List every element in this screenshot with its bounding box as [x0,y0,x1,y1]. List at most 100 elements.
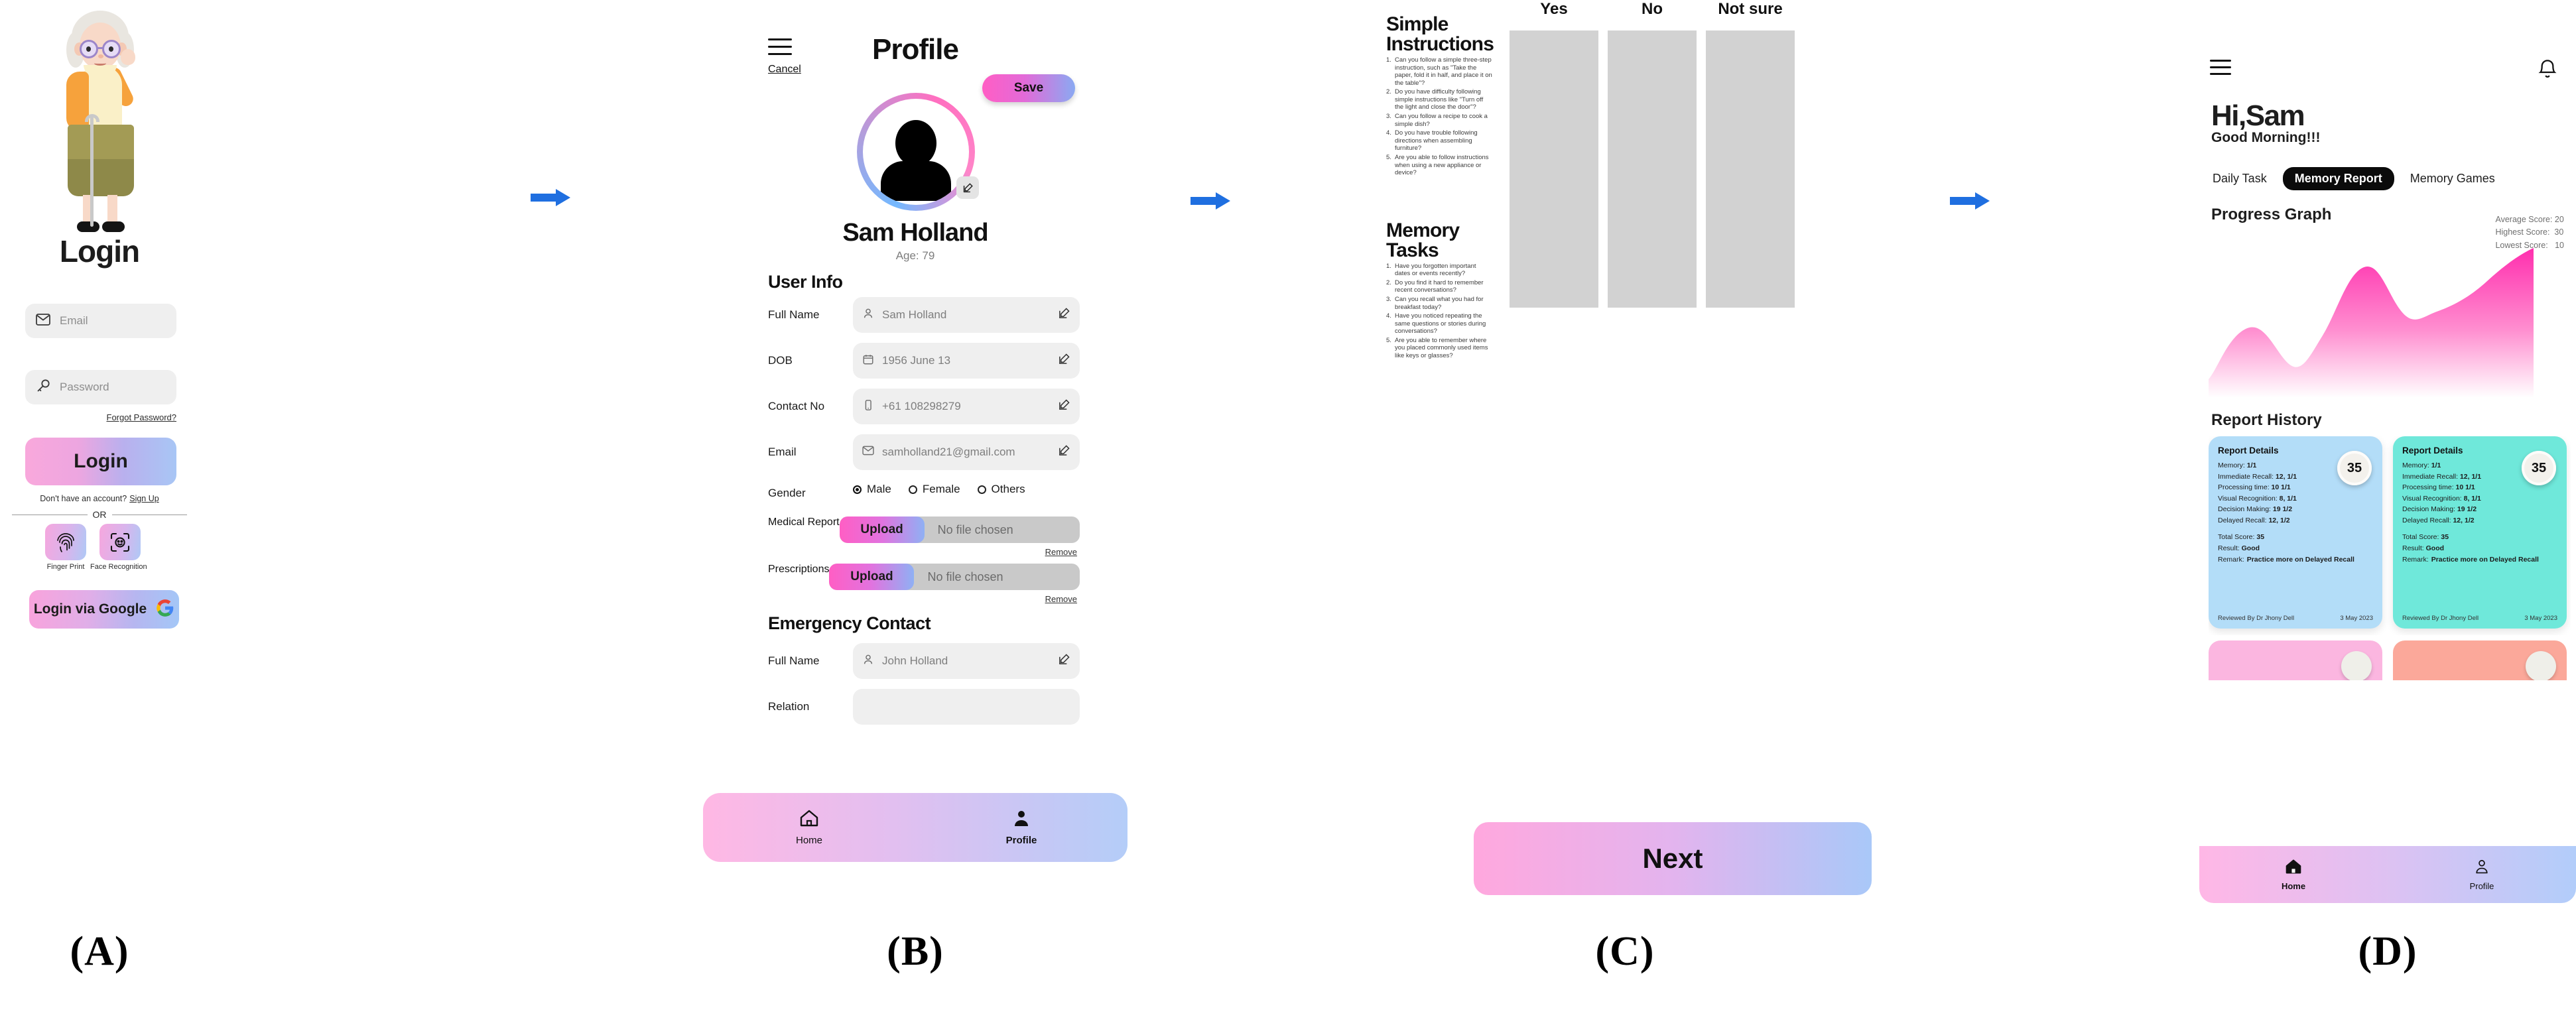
email-input[interactable]: Email [25,304,176,338]
full-name-input[interactable]: Sam Holland [853,297,1080,333]
login-via-google-button[interactable]: Login via Google [29,590,179,629]
tab-profile[interactable]: Profile [2388,859,2576,891]
login-button[interactable]: Login [25,438,176,485]
elderly-woman-illustration [46,5,153,237]
prescriptions-file-input[interactable]: Upload No file chosen [829,564,1080,590]
tab-profile[interactable]: Profile [915,809,1127,846]
face-recognition-option[interactable]: Face Recognition [90,524,147,571]
metric-processing-time: Processing time: 10 1/1 [2218,483,2291,492]
person-icon [1012,809,1031,831]
total-score: Total Score: 35 [2402,533,2449,542]
face-recognition-icon[interactable] [99,524,141,560]
report-date: 3 May 2023 [2340,615,2373,622]
field-emergency-relation: Relation [768,689,1080,725]
radio-icon[interactable] [853,485,862,494]
dob-input[interactable]: 1956 June 13 [853,343,1080,379]
section-heading-emergency-contact: Emergency Contact [768,613,931,633]
report-card-partial[interactable] [2209,640,2382,680]
score-badge [2526,651,2556,680]
section-heading-user-info: User Info [768,272,843,292]
hamburger-icon[interactable] [2210,60,2231,75]
home-icon [2285,859,2302,878]
tab-home[interactable]: Home [703,809,915,846]
contact-no-input[interactable]: +61 108298279 [853,389,1080,424]
forgot-password-link[interactable]: Forgot Password? [106,412,177,422]
field-label: Relation [768,700,810,713]
upload-button[interactable]: Upload [839,516,925,543]
metric-processing-time: Processing time: 10 1/1 [2402,483,2475,492]
emergency-relation-input[interactable] [853,689,1080,725]
content-tabs: Daily Task Memory Report Memory Games [2210,167,2568,190]
column-header-not-sure: Not sure [1718,0,1783,18]
person-icon [2474,859,2490,878]
answer-column-yes[interactable] [1510,30,1598,308]
report-card[interactable]: Report Details 35 Memory: 1/1 Immediate … [2393,436,2567,629]
hamburger-icon[interactable] [768,38,792,56]
radio-icon[interactable] [908,485,917,494]
signup-link[interactable]: Sign Up [129,494,159,503]
radio-icon[interactable] [977,485,986,494]
questionnaire-text-column: Simple Instructions Can you follow a sim… [1386,15,1494,361]
tab-label: Profile [2469,881,2494,891]
stat-highest-score: Highest Score: 30 [2495,227,2564,237]
save-button[interactable]: Save [982,74,1075,102]
notification-bell-icon[interactable] [2536,58,2559,86]
cancel-link[interactable]: Cancel [768,64,801,75]
gender-option-others[interactable]: Others [977,483,1025,496]
report-card[interactable]: Report Details 35 Memory: 1/1 Immediate … [2209,436,2382,629]
remove-link[interactable]: Remove [1045,547,1077,557]
tab-daily-task[interactable]: Daily Task [2213,172,2267,185]
edit-pencil-icon[interactable] [1058,653,1070,669]
email-input[interactable]: samholland21@gmail.com [853,434,1080,470]
result: Result: Good [2402,544,2445,553]
medical-report-file-input[interactable]: Upload No file chosen [839,516,1080,543]
or-label: OR [92,509,107,520]
answer-column-not-sure[interactable] [1706,30,1795,308]
tab-home[interactable]: Home [2199,859,2388,891]
score-badge: 35 [2337,451,2372,485]
field-label: Full Name [768,308,820,322]
remove-link[interactable]: Remove [1045,594,1077,604]
tab-label: Home [2281,881,2306,891]
person-icon [862,308,874,323]
flow-arrow-c-to-d [1950,192,1990,210]
edit-pencil-icon[interactable] [1058,398,1070,414]
edit-pencil-icon[interactable] [1058,353,1070,369]
google-button-label: Login via Google [33,601,147,617]
emergency-full-name-input[interactable]: John Holland [853,643,1080,679]
tab-memory-report[interactable]: Memory Report [2282,167,2394,190]
answer-column-no[interactable] [1608,30,1697,308]
question-item: Are you able to remember where you place… [1386,336,1488,360]
metric-delayed-recall: Delayed Recall: 12, 1/2 [2402,516,2475,524]
upload-button[interactable]: Upload [829,564,915,590]
email-value: samholland21@gmail.com [882,446,1015,458]
next-button[interactable]: Next [1474,822,1872,895]
gender-option-male[interactable]: Male [853,483,891,496]
person-icon [862,654,874,669]
answer-column-headers: Yes No Not sure [1510,0,1801,19]
greeting-message: Good Morning!!! [2211,130,2321,145]
tab-memory-games[interactable]: Memory Games [2410,172,2495,185]
score-badge: 35 [2522,451,2556,485]
contact-no-value: +61 108298279 [882,400,961,412]
email-placeholder: Email [60,314,88,327]
face-recognition-caption: Face Recognition [90,563,147,571]
metric-memory: Memory: 1/1 [2218,461,2257,469]
emergency-full-name-value: John Holland [882,654,948,667]
gender-option-female[interactable]: Female [908,483,960,496]
fingerprint-icon[interactable] [45,524,86,560]
report-history-next-row [2209,640,2571,680]
metric-visual-recognition: Visual Recognition: 8, 1/1 [2402,494,2481,503]
password-input[interactable]: Password [25,370,176,404]
report-card-partial[interactable] [2393,640,2567,680]
avatar-gradient-ring [857,93,975,211]
profile-phone-frame: Cancel Profile Save Sam Holland Age: 79 … [703,0,1127,862]
phone-icon [862,399,874,414]
edit-pencil-icon[interactable] [1058,307,1070,323]
finger-print-option[interactable]: Finger Print [45,524,86,571]
stat-lowest-score: Lowest Score: 10 [2495,240,2564,250]
avatar-edit-pencil-icon[interactable] [956,176,979,199]
edit-pencil-icon[interactable] [1058,444,1070,460]
avatar[interactable] [857,93,979,211]
